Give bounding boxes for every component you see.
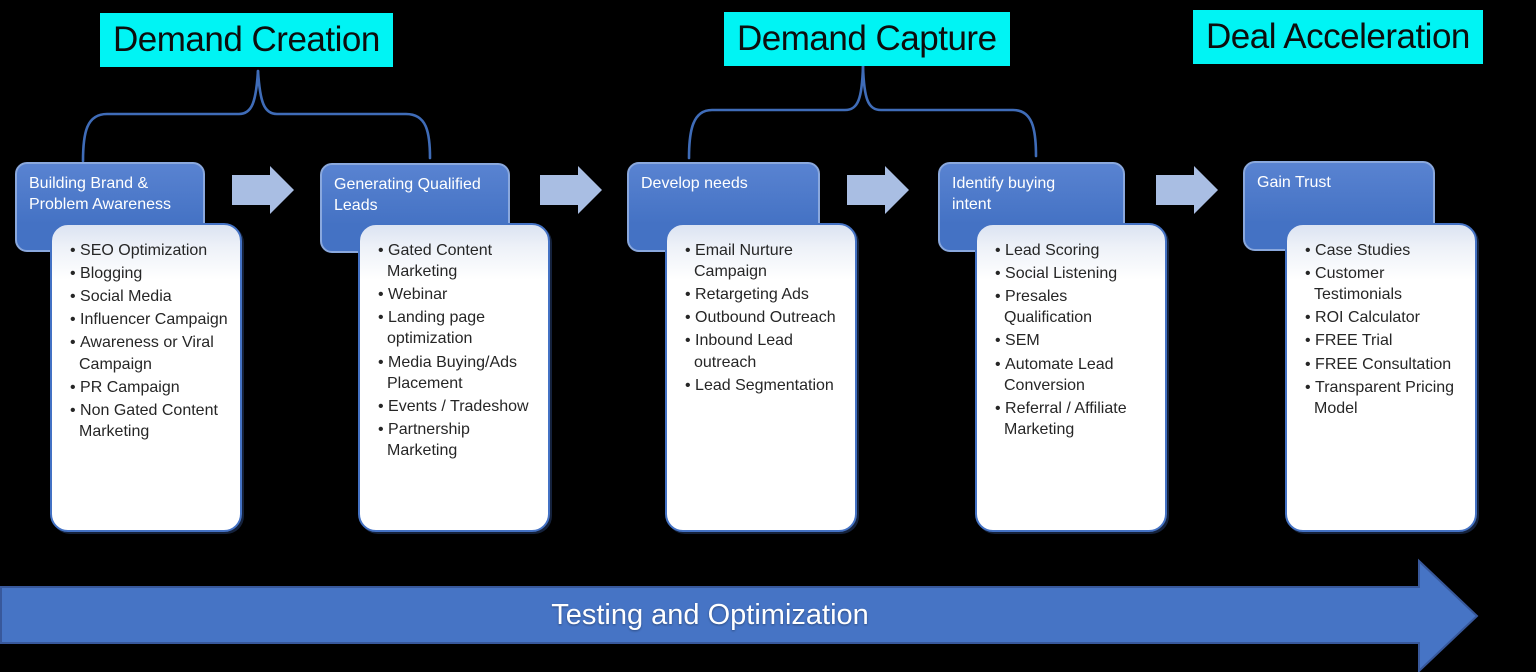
card-item: Gated Content Marketing bbox=[371, 240, 540, 282]
card-item: Blogging bbox=[63, 263, 232, 284]
stage-title: Identify buying intent bbox=[952, 175, 1056, 214]
card-item: Social Listening bbox=[988, 263, 1157, 284]
testing-arrow-label: Testing and Optimization bbox=[551, 599, 869, 631]
connector-arrow-2 bbox=[540, 166, 602, 214]
card-item: Landing page optimization bbox=[371, 307, 540, 349]
stage-title: Generating Qualified Leads bbox=[334, 176, 481, 215]
card-item: Social Media bbox=[63, 286, 232, 307]
card-item: SEM bbox=[988, 330, 1157, 351]
card-item: FREE Trial bbox=[1298, 330, 1467, 351]
card-item: Awareness or Viral Campaign bbox=[63, 332, 232, 374]
card-item: Lead Scoring bbox=[988, 240, 1157, 261]
card-building-brand: SEO Optimization Blogging Social Media I… bbox=[50, 223, 242, 532]
card-generating-leads: Gated Content Marketing Webinar Landing … bbox=[358, 223, 550, 532]
connector-arrow-3 bbox=[847, 166, 909, 214]
card-item: Partnership Marketing bbox=[371, 419, 540, 461]
card-item: Webinar bbox=[371, 284, 540, 305]
card-item: Email Nurture Campaign bbox=[678, 240, 847, 282]
header-deal-acceleration: Deal Acceleration bbox=[1193, 10, 1483, 64]
card-develop-needs: Email Nurture Campaign Retargeting Ads O… bbox=[665, 223, 857, 532]
stage-title: Building Brand & Problem Awareness bbox=[29, 175, 171, 214]
card-item: Media Buying/Ads Placement bbox=[371, 352, 540, 394]
card-item: Referral / Affiliate Marketing bbox=[988, 398, 1157, 440]
connector-arrow-1 bbox=[232, 166, 294, 214]
card-item: Retargeting Ads bbox=[678, 284, 847, 305]
card-item: Non Gated Content Marketing bbox=[63, 400, 232, 442]
header-demand-capture: Demand Capture bbox=[724, 12, 1010, 66]
card-item: ROI Calculator bbox=[1298, 307, 1467, 328]
card-item: Outbound Outreach bbox=[678, 307, 847, 328]
card-item: PR Campaign bbox=[63, 377, 232, 398]
card-item: Automate Lead Conversion bbox=[988, 354, 1157, 396]
testing-arrow-shape bbox=[0, 558, 1479, 672]
card-item: Case Studies bbox=[1298, 240, 1467, 261]
card-item: SEO Optimization bbox=[63, 240, 232, 261]
card-item: Lead Segmentation bbox=[678, 375, 847, 396]
card-item: Transparent Pricing Model bbox=[1298, 377, 1467, 419]
brace-demand-capture bbox=[687, 64, 1038, 160]
stage-title: Gain Trust bbox=[1257, 174, 1331, 191]
card-item: Inbound Lead outreach bbox=[678, 330, 847, 372]
brace-demand-creation bbox=[81, 69, 432, 163]
card-identify-intent: Lead Scoring Social Listening Presales Q… bbox=[975, 223, 1167, 532]
card-item: Customer Testimonials bbox=[1298, 263, 1467, 305]
header-demand-creation: Demand Creation bbox=[100, 13, 393, 67]
card-item: FREE Consultation bbox=[1298, 354, 1467, 375]
stage-title: Develop needs bbox=[641, 175, 748, 192]
card-item: Events / Tradeshow bbox=[371, 396, 540, 417]
card-item: Presales Qualification bbox=[988, 286, 1157, 328]
card-item: Influencer Campaign bbox=[63, 309, 232, 330]
card-gain-trust: Case Studies Customer Testimonials ROI C… bbox=[1285, 223, 1477, 532]
connector-arrow-4 bbox=[1156, 166, 1218, 214]
